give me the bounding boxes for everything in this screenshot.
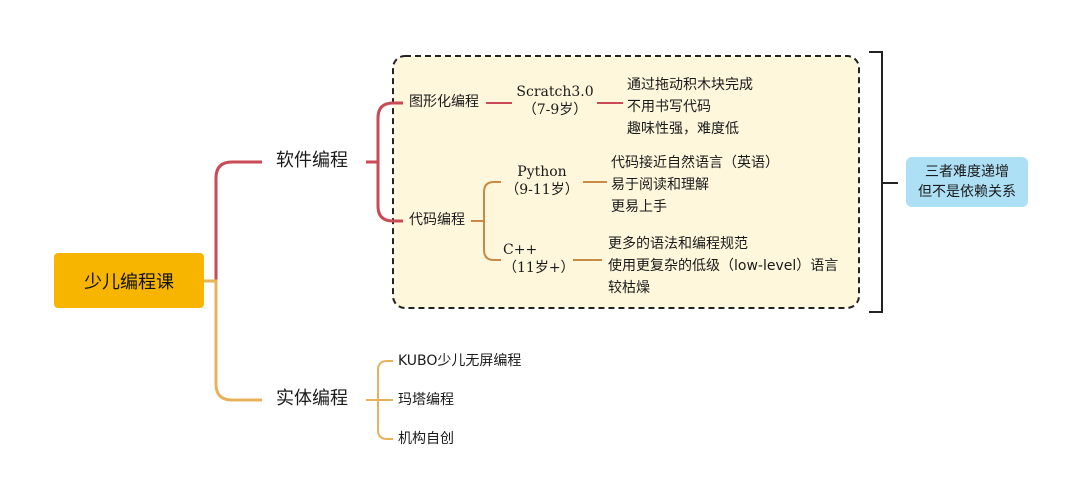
python-points: 代码接近自然语言（英语） 易于阅读和理解 更易上手 [611,152,779,218]
cpp-name: C++ [503,242,538,258]
connector-code-python [471,181,501,222]
connector-software-code [366,160,403,223]
difficulty-note: 三者难度递增 但不是依赖关系 [906,157,1028,207]
python-point: 易于阅读和理解 [611,177,709,193]
python-name: Python [517,164,567,180]
node-scratch: Scratch3.0 （7-9岁） [514,84,596,118]
cpp-age: （11岁+） [503,260,575,277]
scratch-point: 趣味性强，难度低 [627,121,739,137]
right-bracket [869,51,898,313]
cpp-point: 使用更复杂的低级（low-level）语言 [608,258,839,274]
cpp-points: 更多的语法和编程规范 使用更复杂的低级（low-level）语言 较枯燥 [608,233,838,299]
scratch-age: （7-9岁） [522,102,588,119]
scratch-points: 通过拖动积木块完成 不用书写代码 趣味性强，难度低 [627,74,753,140]
scratch-point: 通过拖动积木块完成 [627,77,753,93]
note-line-2: 但不是依赖关系 [918,184,1016,200]
connector-code-cpp [471,220,501,261]
scratch-point: 不用书写代码 [627,99,711,115]
root-node: 少儿编程课 [54,253,204,308]
connector-software-graphical [366,101,403,164]
note-line-1: 三者难度递增 [925,163,1009,180]
cpp-point: 更多的语法和编程规范 [608,236,748,252]
node-software: 软件编程 [276,150,348,171]
connector-root-software [204,160,262,283]
scratch-name: Scratch3.0 [516,84,594,100]
python-point: 更易上手 [611,199,667,215]
node-graphical: 图形化编程 [409,94,479,110]
python-point: 代码接近自然语言（英语） [611,155,779,171]
root-label: 少儿编程课 [84,271,174,293]
node-code: 代码编程 [409,212,465,228]
connector-root-physical [204,279,262,402]
python-age: （9-11岁） [505,182,579,199]
physical-item: 玛塔编程 [398,392,454,408]
node-cpp: C++ （11岁+） [503,242,575,276]
highlight-region [392,55,860,309]
cpp-point: 较枯燥 [608,280,650,296]
connector-physical-items [366,360,393,440]
node-python: Python （9-11岁） [500,164,584,198]
physical-item: KUBO少儿无屏编程 [398,353,522,369]
physical-item: 机构自创 [398,431,454,447]
node-physical: 实体编程 [276,388,348,409]
